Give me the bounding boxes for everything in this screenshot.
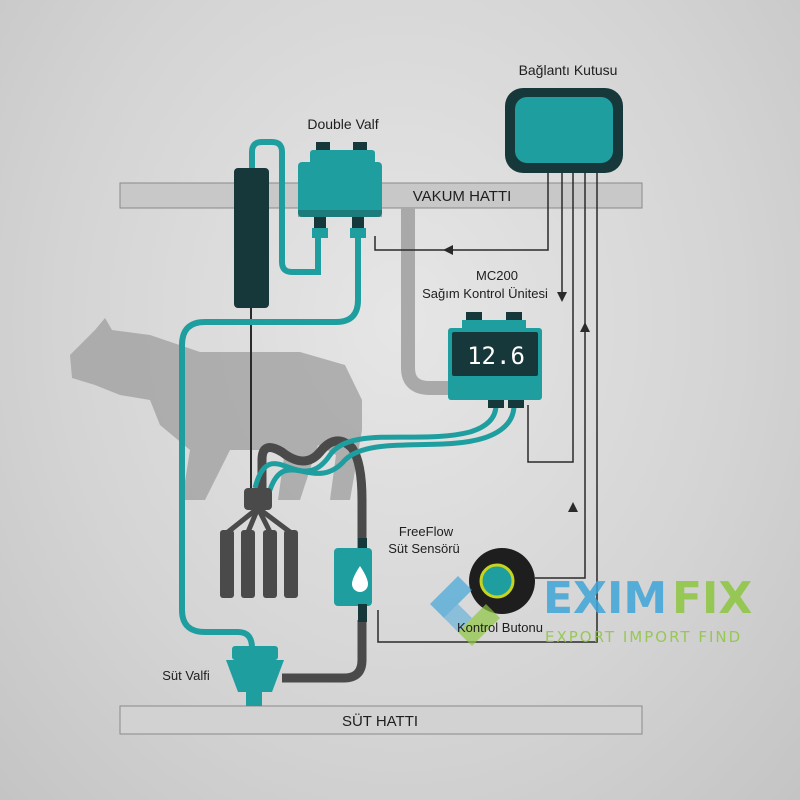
vacuum-line-label: VAKUM HATTI: [413, 188, 512, 205]
sensor-to-valve-hose: [282, 620, 367, 683]
milk-sensor: FreeFlow Süt Sensörü: [334, 524, 460, 622]
sensor-label-line2: Süt Sensörü: [388, 541, 460, 556]
wire-arrows: [443, 245, 590, 512]
control-button: [469, 548, 535, 614]
milk-valve-hose: [179, 238, 361, 649]
double-valve: Double Valf: [298, 116, 382, 238]
pulsator: [234, 139, 321, 495]
milk-valve-label: Süt Valfi: [162, 668, 210, 683]
control-unit: 12.6 MC200 Sağım Kontrol Ünitesi: [422, 268, 548, 408]
eximfix-logo-icon: [430, 576, 500, 646]
eximfix-watermark: EXIM FIX EXPORT IMPORT FIND: [430, 573, 752, 646]
junction-box: Bağlantı Kutusu: [505, 62, 623, 173]
watermark-tagline: EXPORT IMPORT FIND: [545, 628, 742, 646]
control-unit-model-label: MC200: [476, 268, 518, 283]
control-unit-display: 12.6: [467, 342, 525, 370]
milking-claw: [220, 488, 298, 598]
drop-icon: [352, 566, 368, 592]
signal-wires: [374, 172, 598, 643]
milk-tubes: [252, 404, 517, 548]
milk-line-label: SÜT HATTI: [342, 712, 418, 730]
watermark-brand-left: EXIM: [543, 573, 667, 624]
milk-line: SÜT HATTI: [119, 705, 643, 735]
vacuum-drop-pipe: [401, 208, 455, 395]
sensor-label-line1: FreeFlow: [399, 524, 454, 539]
milk-valve: Süt Valfi: [162, 646, 284, 706]
double-valve-label: Double Valf: [307, 116, 378, 132]
control-button-label: Kontrol Butonu: [457, 620, 543, 635]
watermark-brand-right: FIX: [672, 573, 752, 624]
junction-box-label: Bağlantı Kutusu: [519, 62, 618, 78]
control-unit-name-label: Sağım Kontrol Ünitesi: [422, 286, 548, 301]
